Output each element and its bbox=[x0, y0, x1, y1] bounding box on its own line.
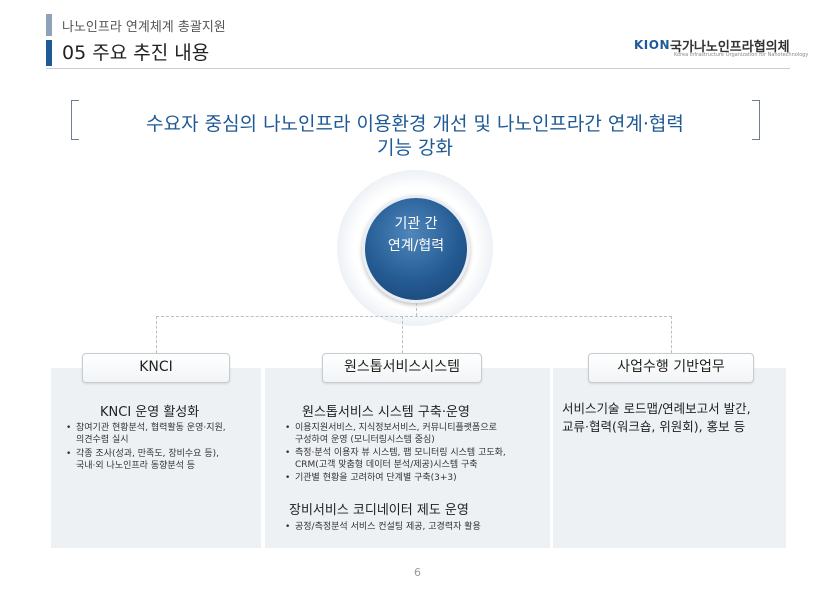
organization-logo: KION 국가나노인프라협의체 Korea Infrastructure Org… bbox=[634, 36, 808, 62]
headline-line-1: 수요자 중심의 나노인프라 이용환경 개선 및 나노인프라간 연계·협력 bbox=[146, 113, 684, 135]
panel-title-knci: KNCI bbox=[82, 353, 230, 383]
page-number: 6 bbox=[414, 566, 421, 579]
center-circle bbox=[362, 195, 470, 303]
business-line-1: 서비스기술 로드맵/연례보고서 발간, bbox=[562, 401, 751, 416]
connector-middle bbox=[402, 316, 403, 353]
panel-title-onestop: 원스톱서비스시스템 bbox=[322, 353, 482, 383]
onestop-bullet-2: •측정·분석 이용자 뷰 시스템, 팹 모니터링 시스템 고도화, CRM(고객… bbox=[285, 448, 506, 470]
knci-heading: KNCI 운영 활성화 bbox=[100, 405, 200, 420]
knci-bullet-1: •참여기관 현황분석, 협력활동 운영·지원, 의견수렴 실시 bbox=[66, 423, 226, 445]
page-title: 05 주요 추진 내용 bbox=[62, 42, 210, 64]
header-subtitle: 나노인프라 연계체계 총괄지원 bbox=[62, 20, 226, 35]
logo-org-name-en: Korea Infrastructure Organization for Na… bbox=[674, 52, 809, 58]
center-label-line-2: 연계/협력 bbox=[387, 238, 445, 254]
connector-left bbox=[156, 316, 157, 353]
center-label-line-1: 기관 간 bbox=[394, 216, 438, 232]
onestop-heading-1: 원스톱서비스 시스템 구축·운영 bbox=[302, 405, 470, 420]
onestop-bullet-4: •공정/측정분석 서비스 컨설팅 제공, 고경력자 활용 bbox=[285, 522, 481, 532]
panel-title-business: 사업수행 기반업무 bbox=[588, 353, 754, 383]
connector-right bbox=[671, 316, 672, 353]
business-line-2: 교류·협력(워크숍, 위원회), 홍보 등 bbox=[562, 419, 746, 434]
logo-org-name: 국가나노인프라협의체 bbox=[670, 40, 790, 55]
panel-business bbox=[553, 368, 786, 548]
connector-horizontal bbox=[156, 316, 672, 317]
headline-bracket-right bbox=[752, 100, 760, 140]
headline-bracket-left bbox=[71, 100, 79, 140]
header-divider bbox=[46, 68, 790, 69]
headline: 수요자 중심의 나노인프라 이용환경 개선 및 나노인프라간 연계·협력 기능 … bbox=[90, 112, 740, 160]
center-circle-label: 기관 간 연계/협력 bbox=[362, 213, 470, 257]
business-text: 서비스기술 로드맵/연례보고서 발간, 교류·협력(워크숍, 위원회), 홍보 … bbox=[562, 400, 751, 436]
onestop-heading-2: 장비서비스 코디네이터 제도 운영 bbox=[289, 503, 469, 518]
onestop-bullet-3: •기관별 현황을 고려하여 단계별 구축(3+3) bbox=[285, 473, 457, 483]
panel-onestop bbox=[265, 368, 550, 548]
knci-bullet-2: •각종 조사(성과, 만족도, 장비수요 등), 국내·외 나노인프라 동향분석… bbox=[66, 449, 219, 471]
logo-mark: KION bbox=[634, 38, 671, 52]
header-accent-bar bbox=[46, 14, 52, 66]
headline-line-2: 기능 강화 bbox=[377, 137, 453, 159]
connector-center-down bbox=[416, 303, 417, 316]
onestop-bullet-1: •이용지원서비스, 지식정보서비스, 커뮤니티플랫폼으로 구성하여 운영 (모니… bbox=[285, 423, 497, 445]
panel-knci bbox=[51, 368, 261, 548]
